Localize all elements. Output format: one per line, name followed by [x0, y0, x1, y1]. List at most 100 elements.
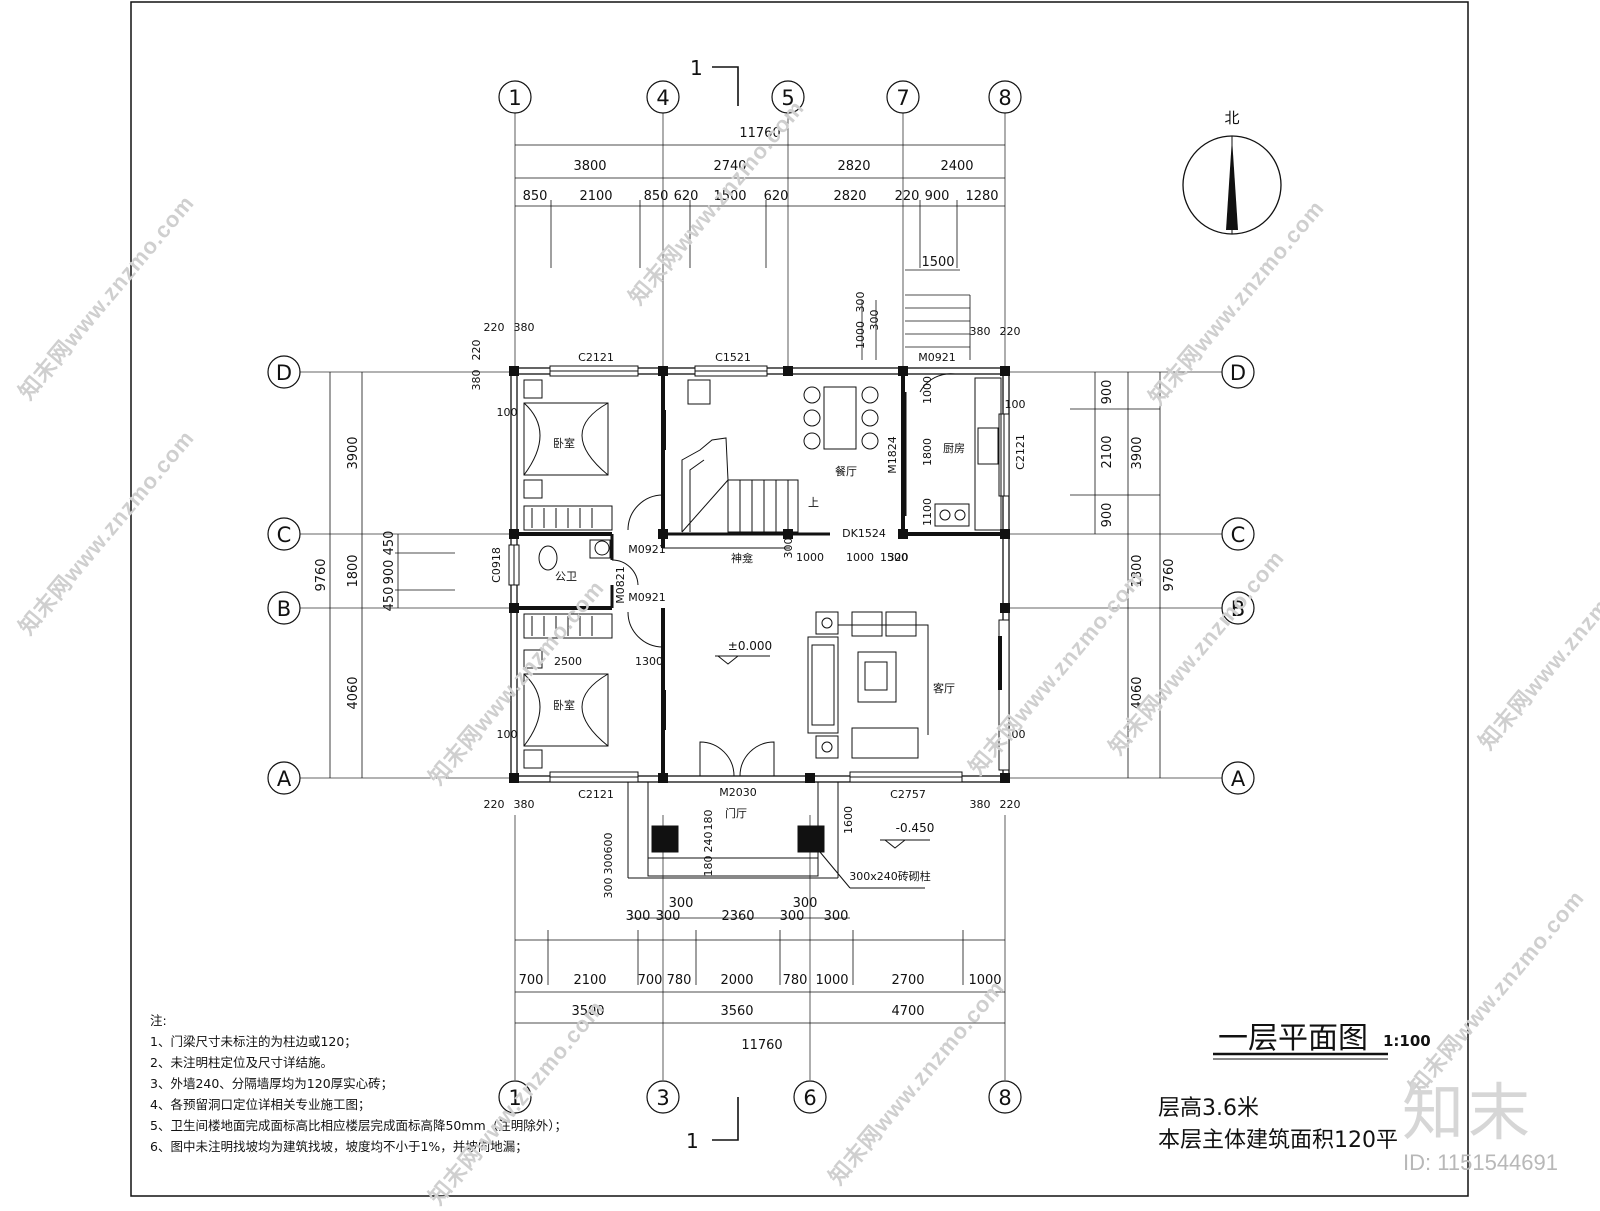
svg-text:700: 700 — [638, 973, 663, 988]
svg-text:380: 380 — [470, 370, 483, 391]
svg-text:100: 100 — [1005, 398, 1026, 411]
svg-text:2100: 2100 — [1100, 435, 1115, 468]
svg-text:100: 100 — [497, 406, 518, 419]
svg-text:180: 180 — [702, 856, 715, 877]
room-label-bedroom-2: 卧室 — [553, 698, 575, 712]
column-note: 300x240砖砌柱 — [849, 869, 931, 883]
svg-text:1000: 1000 — [854, 321, 867, 349]
section-mark-bottom: 1 — [686, 1097, 739, 1153]
svg-text:D: D — [1230, 361, 1246, 385]
svg-text:1: 1 — [686, 1129, 699, 1153]
svg-text:220: 220 — [895, 189, 920, 204]
svg-text:100: 100 — [1005, 728, 1026, 741]
svg-text:300: 300 — [669, 896, 694, 911]
dimension-lines — [329, 144, 1161, 1024]
brick-column-icon — [797, 825, 825, 853]
north-arrow-icon: 北 — [1182, 109, 1282, 235]
svg-text:2740: 2740 — [713, 159, 746, 174]
svg-text:700: 700 — [519, 973, 544, 988]
section-mark-top: 1 — [690, 56, 739, 106]
svg-text:300: 300 — [602, 854, 615, 875]
notes-block: 注: 1、门梁尺寸未标注的为柱边或120； 2、未注明柱定位及尺寸详结施。 3、… — [150, 1010, 567, 1157]
svg-text:380: 380 — [514, 321, 535, 334]
svg-text:1100: 1100 — [921, 498, 934, 526]
svg-text:1800: 1800 — [1130, 554, 1145, 587]
drawing-scale: 1:100 — [1383, 1032, 1431, 1050]
brand-watermark: 知末 — [1401, 1076, 1534, 1149]
svg-text:3800: 3800 — [573, 159, 606, 174]
drawing-title-block: 一层平面图 1:100 — [1213, 1021, 1431, 1060]
columns — [509, 366, 1010, 783]
dimension-texts: 11760 3800 2740 2820 2400 850 2100 850 6… — [314, 126, 1177, 1053]
bed-icon — [523, 402, 609, 476]
svg-text:300: 300 — [626, 909, 651, 924]
image-id-label: ID: 1151544691 — [1403, 1150, 1558, 1175]
sink-icon — [594, 540, 610, 556]
room-label-dining: 餐厅 — [835, 464, 857, 478]
svg-text:220: 220 — [470, 340, 483, 361]
svg-text:4: 4 — [656, 86, 669, 110]
svg-text:450: 450 — [382, 531, 397, 556]
bed-icon — [523, 673, 609, 747]
note-item: 4、各预留洞口定位详相关专业施工图； — [150, 1097, 371, 1112]
svg-text:900: 900 — [1100, 503, 1115, 528]
svg-text:4060: 4060 — [346, 676, 361, 709]
stair-up-label: 上 — [808, 496, 819, 509]
note-item: 2、未注明柱定位及尺寸详结施。 — [150, 1055, 333, 1070]
note-item: 5、卫生间楼地面完成面标高比相应楼层完成面标高降50mm（注明除外）； — [150, 1118, 567, 1133]
svg-text:220: 220 — [484, 798, 505, 811]
svg-text:1: 1 — [508, 1086, 521, 1110]
svg-text:M0921: M0921 — [628, 543, 666, 556]
svg-text:220: 220 — [1000, 798, 1021, 811]
axis-bubble-left-A: A — [267, 761, 301, 795]
svg-text:2820: 2820 — [833, 189, 866, 204]
axis-bubbles: 1 4 5 7 8 1 3 6 8 D C B A D C B A — [267, 80, 1255, 1114]
axis-bubble-bottom-6: 6 — [793, 1080, 827, 1114]
floor-area-label: 本层主体建筑面积120平 — [1158, 1128, 1398, 1153]
room-label-shrine: 神龛 — [731, 551, 753, 565]
svg-text:850: 850 — [644, 189, 669, 204]
svg-text:9760: 9760 — [1162, 558, 1177, 591]
svg-text:1500: 1500 — [713, 189, 746, 204]
axis-bubble-top-7: 7 — [886, 80, 920, 114]
svg-text:780: 780 — [783, 973, 808, 988]
svg-text:M0921: M0921 — [918, 351, 956, 364]
svg-text:1800: 1800 — [921, 438, 934, 466]
svg-text:450: 450 — [382, 587, 397, 612]
svg-text:2360: 2360 — [721, 909, 754, 924]
svg-text:4060: 4060 — [1130, 676, 1145, 709]
floor-height-label: 层高3.6米 — [1158, 1096, 1259, 1121]
room-label-foyer: 门厅 — [725, 806, 747, 820]
svg-text:8: 8 — [998, 86, 1011, 110]
svg-text:3900: 3900 — [346, 436, 361, 469]
notes-heading: 注: — [150, 1013, 167, 1028]
axis-bubble-bottom-3: 3 — [646, 1080, 680, 1114]
axis-bubble-right-B: B — [1221, 591, 1255, 625]
svg-text:9760: 9760 — [314, 558, 329, 591]
compass-label: 北 — [1224, 109, 1239, 127]
svg-text:300: 300 — [793, 896, 818, 911]
svg-text:780: 780 — [667, 973, 692, 988]
svg-text:600: 600 — [602, 833, 615, 854]
axis-bubble-left-C: C — [267, 517, 301, 551]
dining-table-icon — [823, 386, 857, 450]
svg-text:8: 8 — [998, 1086, 1011, 1110]
svg-text:1500: 1500 — [921, 255, 954, 270]
svg-text:2100: 2100 — [579, 189, 612, 204]
armchair-icon — [851, 611, 883, 637]
svg-text:6: 6 — [803, 1086, 816, 1110]
svg-text:DK1524: DK1524 — [842, 527, 886, 540]
elevation-porch: -0.450 — [896, 821, 935, 835]
axis-bubble-right-C: C — [1221, 517, 1255, 551]
svg-text:380: 380 — [970, 325, 991, 338]
svg-text:C: C — [277, 523, 292, 547]
svg-text:300: 300 — [868, 310, 881, 331]
svg-text:900: 900 — [382, 560, 397, 585]
svg-text:4700: 4700 — [891, 1004, 924, 1019]
svg-text:1000: 1000 — [846, 551, 874, 564]
axis-bubble-top-1: 1 — [498, 80, 532, 114]
room-label-bathroom: 公卫 — [555, 570, 577, 583]
svg-text:320: 320 — [888, 551, 909, 564]
svg-text:2100: 2100 — [573, 973, 606, 988]
